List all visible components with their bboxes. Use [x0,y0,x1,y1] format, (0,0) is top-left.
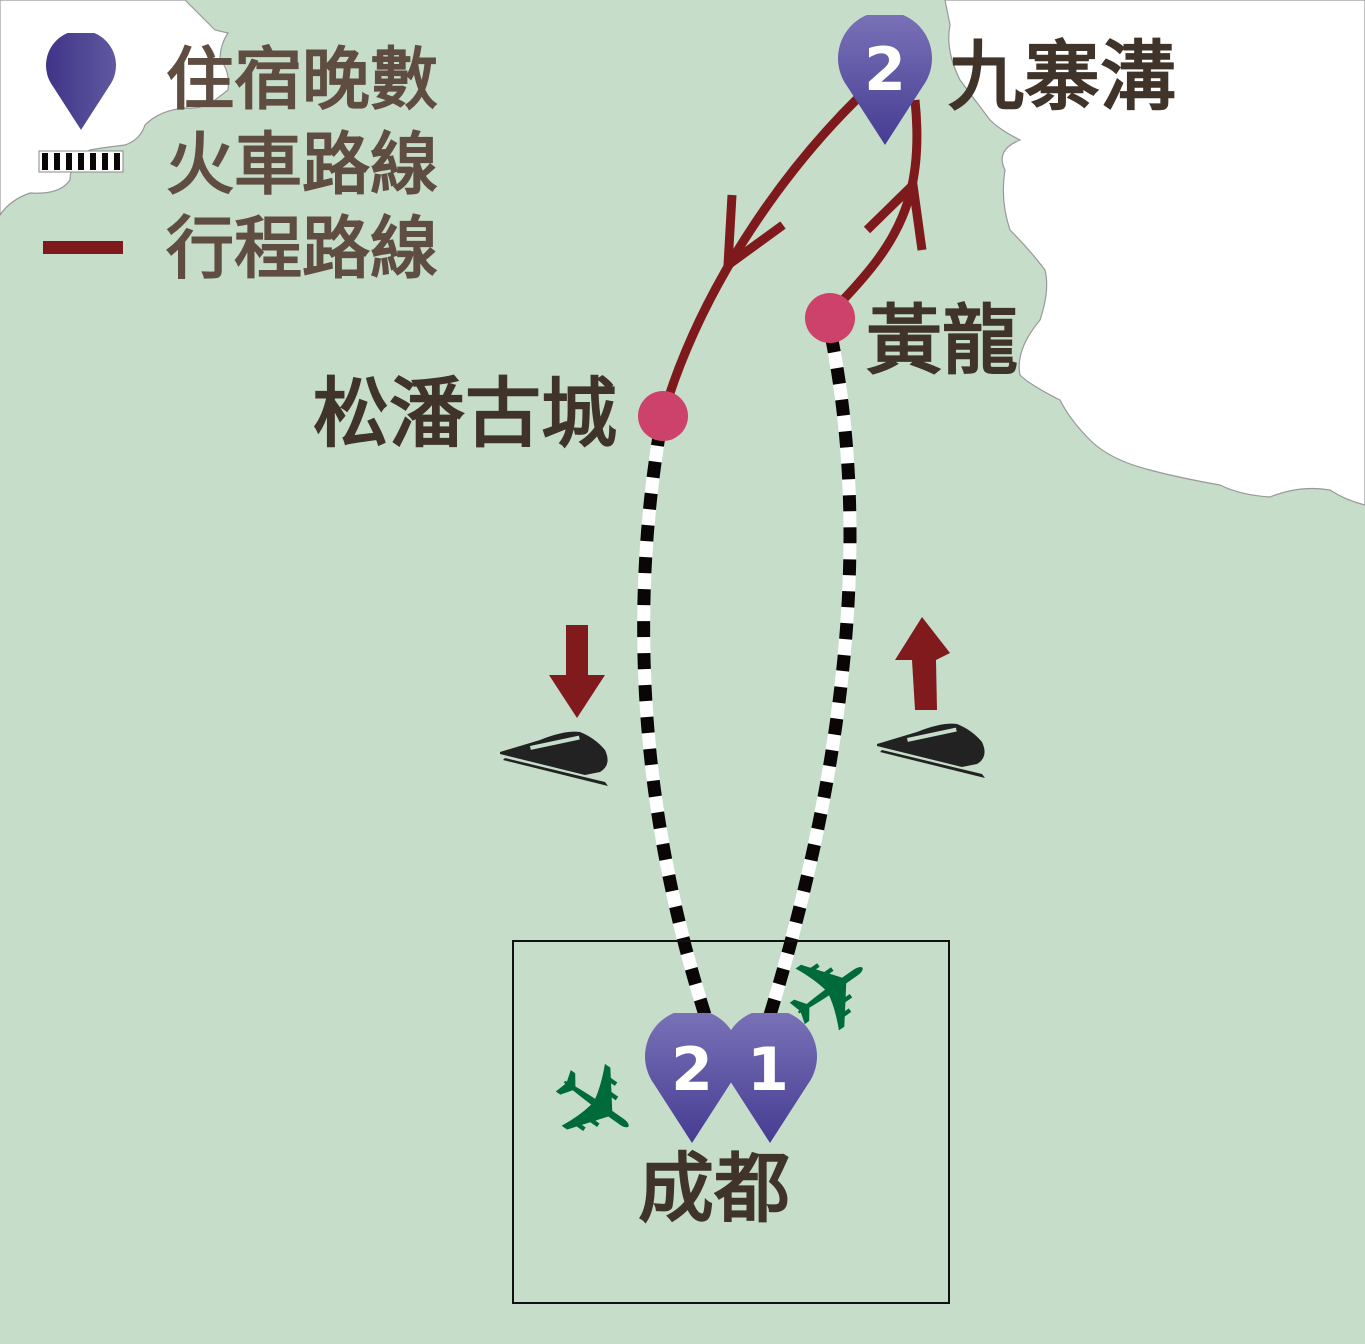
legend-label: 火車路線 [166,126,438,205]
railway-icon [38,150,124,173]
railway-chengdu-huanglong [763,328,857,1017]
pin-nights: 1 [747,1035,789,1105]
pin-jiuzhaigou[interactable]: 2 [838,11,932,145]
legend: 住宿晚數 火車路線 行程路線 [38,33,438,289]
route-huanglong-jiuzhaigou [839,99,927,304]
chengdu-inset-box [512,940,950,1304]
stop-songpan[interactable] [638,391,688,441]
pin-nights: 2 [864,35,906,105]
label-songpan: 松潘古城 [313,369,617,458]
label-jiuzhaigou: 九寨溝 [948,32,1176,121]
arrow-up-icon [895,617,950,710]
legend-label: 行程路線 [166,210,438,289]
pin-chengdu-last[interactable]: 2 [645,1009,739,1143]
route-jiuzhaigou-songpan [658,94,862,417]
train-icon [877,723,985,778]
label-chengdu: 成都 [638,1144,790,1233]
arrow-down-icon [549,625,605,718]
legend-label: 住宿晚數 [166,41,438,120]
railway-songpan-chengdu [637,428,712,1017]
pin-nights: 2 [671,1035,713,1105]
train-icon [500,731,608,786]
stop-huanglong[interactable] [805,293,855,343]
route-line-icon [43,241,123,254]
outside-region-east [944,0,1365,506]
label-huanglong: 黃龍 [866,296,1018,385]
pin-chengdu-first[interactable]: 1 [723,1009,817,1143]
